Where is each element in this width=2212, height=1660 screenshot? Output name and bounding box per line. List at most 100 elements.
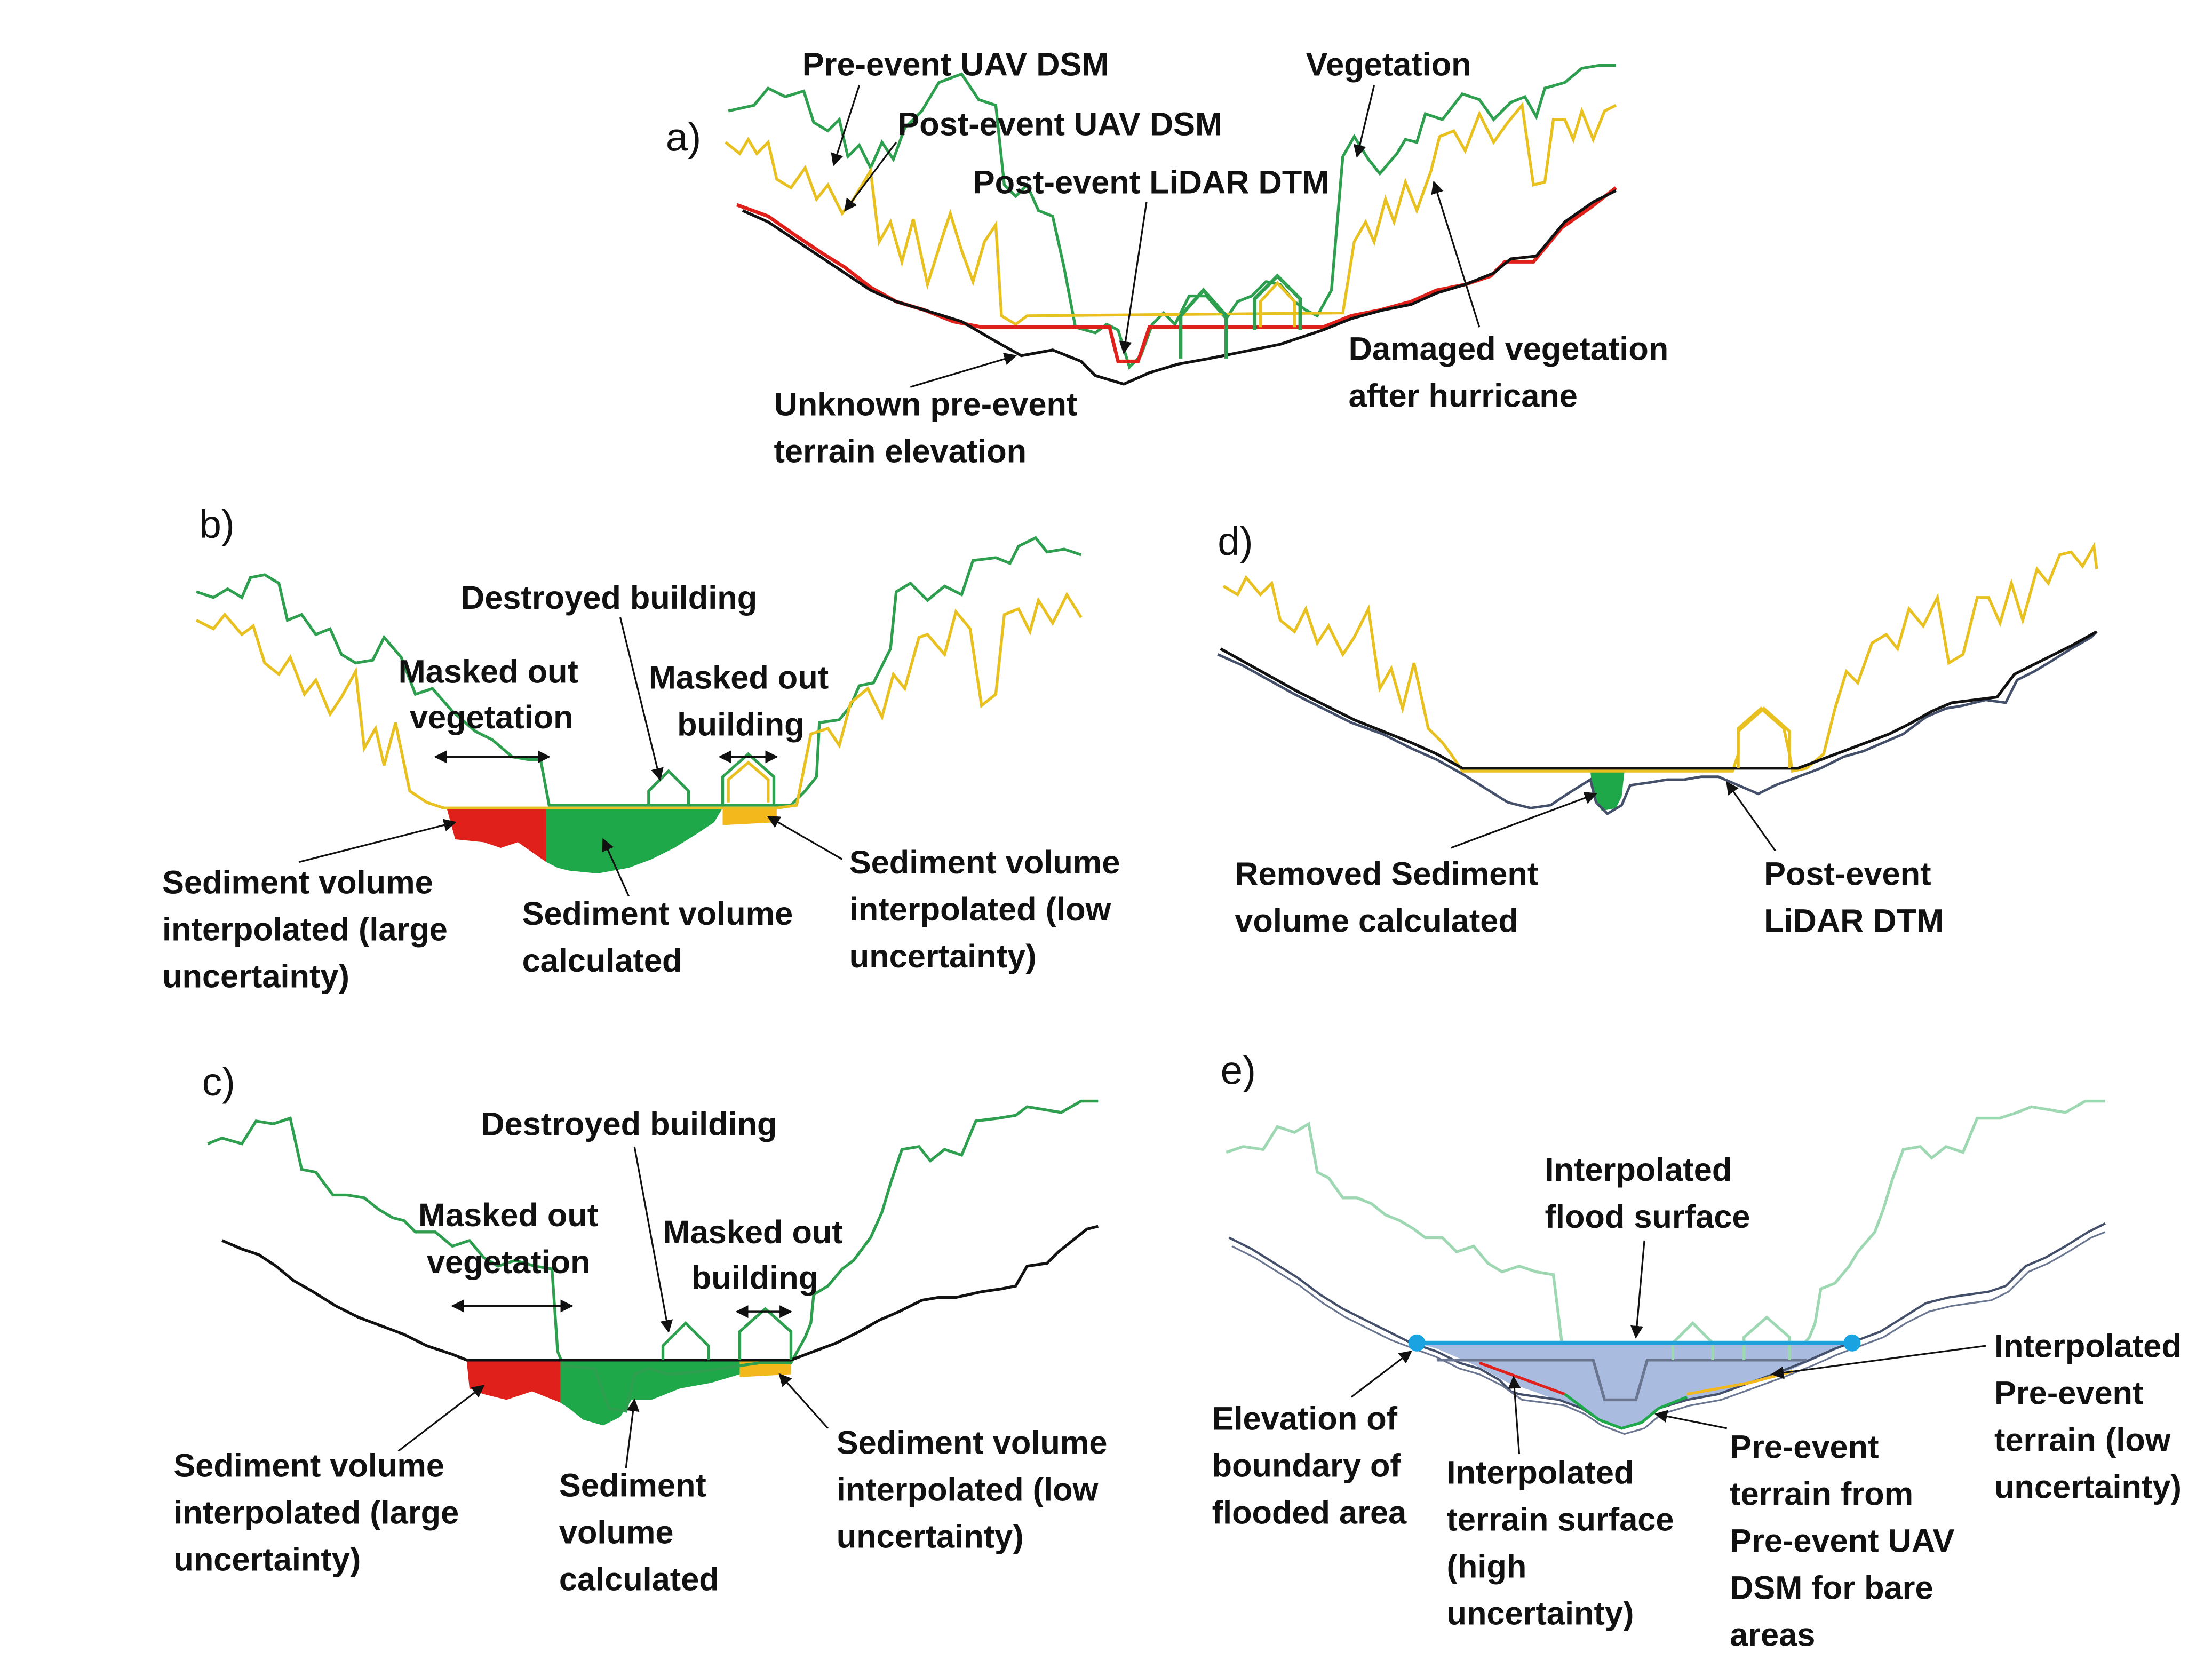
panel-b-label-low-2: interpolated (low	[849, 891, 1111, 927]
panel-c-label-low-2: interpolated (low	[837, 1471, 1099, 1508]
panel-e-pointer-terrain	[1508, 1376, 1521, 1454]
panel-e-label-boundary-2: boundary of	[1212, 1447, 1402, 1483]
panel-c-label-masked-bld-2: building	[691, 1259, 818, 1296]
panel-c-label-masked-bld-1: Masked out	[663, 1213, 843, 1250]
panel-e-label-low-3: terrain (low	[1994, 1421, 2171, 1458]
panel-e-pointer-boundary	[1350, 1351, 1412, 1398]
panel-e-flood-boundary-left	[1408, 1334, 1426, 1352]
panel-a-unknown-terrain-line	[742, 189, 1617, 386]
panel-b-post-event-dsm-line	[195, 591, 1083, 810]
panel-c-pointer-low	[778, 1373, 829, 1429]
panel-b-label-low-1: Sediment volume	[849, 844, 1120, 880]
panel-b-pointer-destroyed	[619, 617, 664, 781]
panel-e-pointer-pre-terrain	[1654, 1410, 1728, 1429]
panel-b-pointer-calc	[602, 838, 630, 897]
panel-e-label-flood-2: flood surface	[1545, 1198, 1750, 1235]
panel-e-label-pre-terrain-4: DSM for bare	[1730, 1569, 1933, 1606]
label-damaged-vegetation-1: Damaged vegetation	[1349, 330, 1669, 367]
panel-c-label-large-3: uncertainty)	[173, 1540, 361, 1577]
panel-b-label-masked-veg-2: vegetation	[410, 698, 574, 735]
panel-c-label-low-1: Sediment volume	[837, 1424, 1108, 1461]
panel-c-pre-event-dsm-line	[207, 1099, 1099, 1413]
panel-e-label-pre-terrain-5: areas	[1730, 1616, 1815, 1653]
panel-b-pre-event-dsm-line	[196, 536, 1082, 807]
panel-e-channel-line	[1436, 1359, 1807, 1402]
panel-d-label-removed-1: Removed Sediment	[1235, 855, 1538, 892]
panel-a: a) Pre-event UAV DSM Vegetation Post-eve…	[666, 45, 1668, 469]
panel-a-house-2	[1253, 273, 1302, 330]
panel-b-sediment-calc	[546, 808, 723, 873]
panel-a-letter: a)	[666, 115, 701, 160]
panel-b-label-calc-1: Sediment volume	[522, 895, 793, 932]
panel-e-letter: e)	[1221, 1048, 1256, 1093]
panel-e-label-boundary-1: Elevation of	[1212, 1400, 1398, 1436]
panel-e-label-boundary-3: flooded area	[1212, 1494, 1407, 1530]
panel-e-label-pre-terrain-1: Pre-event	[1730, 1428, 1879, 1465]
panel-e-label-pre-terrain-2: terrain from	[1730, 1475, 1913, 1512]
panel-e-label-low-2: Pre-event	[1994, 1374, 2143, 1411]
panel-c-label-destroyed: Destroyed building	[481, 1106, 777, 1142]
panel-e: e) Interpolated flood surface Elevation …	[1212, 1048, 2182, 1653]
panel-b-pointer-low	[767, 815, 843, 860]
panel-c-pointer-calc	[625, 1398, 640, 1468]
panel-b-label-masked-bld-2: building	[677, 705, 804, 742]
pointer-pre-event-dsm	[831, 85, 860, 166]
panel-c-label-large-1: Sediment volume	[173, 1447, 444, 1483]
pointer-unknown-terrain	[910, 353, 1017, 388]
panel-c-pointer-destroyed	[633, 1146, 673, 1333]
panel-b-label-masked-bld-1: Masked out	[649, 658, 829, 695]
label-post-event-lidar-dtm: Post-event LiDAR DTM	[973, 164, 1330, 201]
panel-b-label-large-2: interpolated (large	[162, 910, 448, 947]
panel-b-masked-building-yellow	[727, 760, 770, 803]
panel-e-pointer-flood	[1630, 1240, 1645, 1339]
panel-e-terrain-line-2	[1231, 1231, 2106, 1435]
pointer-lidar-dtm	[1119, 202, 1148, 354]
panel-c-sediment-calc	[560, 1360, 740, 1426]
panel-d-house	[1737, 706, 1791, 768]
panel-d-lidar-dtm-line	[1217, 631, 2098, 816]
panel-b-label-large-1: Sediment volume	[162, 863, 433, 900]
panel-b-label-calc-2: calculated	[522, 942, 682, 979]
panel-c-label-masked-veg-1: Masked out	[418, 1196, 598, 1233]
panel-c: c) Destroyed building Masked out vegetat…	[173, 1059, 1107, 1598]
label-unknown-terrain-2: terrain elevation	[774, 432, 1027, 469]
panel-b: b) Destroyed building Masked out vegetat…	[162, 502, 1120, 994]
panel-d-pointer-lidar	[1726, 781, 1776, 852]
panel-e-label-low-4: uncertainty)	[1994, 1468, 2182, 1505]
panel-b-pointer-large	[298, 819, 457, 863]
panel-c-masked-building	[738, 1307, 793, 1360]
panel-c-label-masked-veg-2: vegetation	[427, 1243, 591, 1280]
panel-b-sediment-low	[722, 808, 777, 825]
pointer-post-event-dsm	[844, 141, 897, 212]
pointer-damaged-vegetation	[1431, 180, 1481, 328]
panel-b-sediment-large	[447, 808, 546, 862]
panel-e-house-1	[1671, 1321, 1714, 1360]
panel-c-lidar-line	[221, 1225, 1099, 1362]
label-unknown-terrain-1: Unknown pre-event	[774, 385, 1077, 422]
panel-c-label-calc-3: calculated	[559, 1561, 719, 1598]
panel-a-post-event-dsm-line	[725, 101, 1617, 327]
panel-b-letter: b)	[199, 502, 234, 546]
panel-c-label-large-2: interpolated (large	[173, 1494, 459, 1530]
panel-c-pointer-large	[397, 1385, 485, 1452]
panel-e-label-flood-1: Interpolated	[1545, 1151, 1732, 1188]
panel-c-label-calc-2: volume	[559, 1514, 674, 1551]
panel-d-letter: d)	[1218, 519, 1253, 563]
panel-c-sediment-large	[466, 1360, 561, 1403]
panel-e-label-terrain-2: terrain surface	[1447, 1501, 1674, 1538]
panel-d-label-lidar-1: Post-event	[1764, 855, 1931, 892]
panel-d-label-lidar-2: LiDAR DTM	[1764, 902, 1944, 939]
panel-d: d) Removed Sediment volume calculated Po…	[1217, 519, 2098, 939]
panel-b-label-low-3: uncertainty)	[849, 938, 1037, 974]
panel-b-label-masked-veg-1: Masked out	[399, 653, 578, 690]
panel-b-label-large-3: uncertainty)	[162, 957, 349, 994]
panel-d-removed-sediment	[1590, 771, 1625, 811]
panel-c-destroyed-building	[661, 1321, 710, 1360]
panel-d-label-removed-2: volume calculated	[1235, 902, 1518, 939]
label-post-event-uav-dsm: Post-event UAV DSM	[897, 105, 1222, 142]
panel-b-destroyed-building	[647, 769, 690, 806]
panel-e-flood-fill	[1417, 1343, 1852, 1428]
panel-d-post-event-dsm-line	[1222, 542, 2098, 773]
panel-e-label-terrain-3: (high	[1447, 1548, 1527, 1585]
